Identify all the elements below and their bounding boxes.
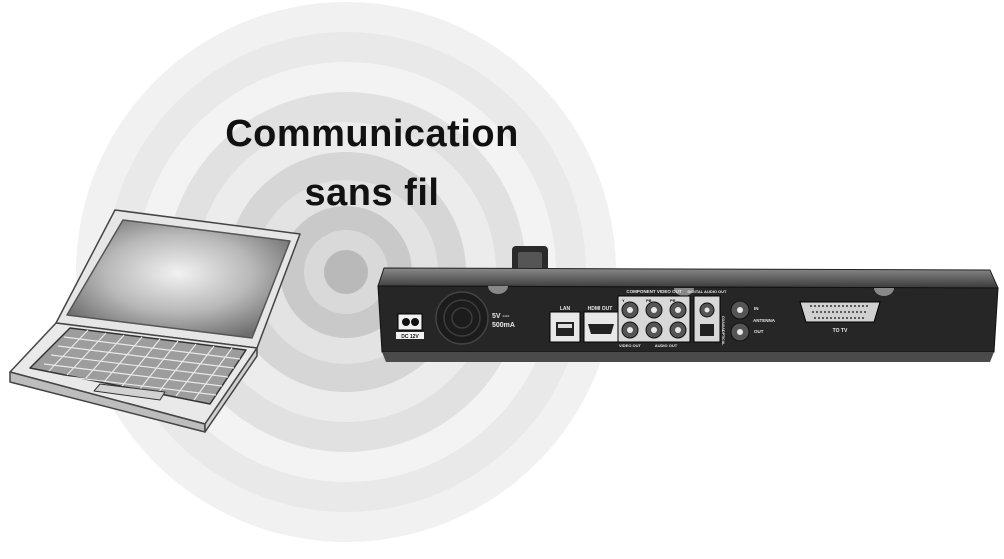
optical-label: OPTICAL [721, 330, 725, 346]
caption-line-2: sans fil [304, 172, 440, 214]
lan-label: LAN [560, 306, 571, 312]
power-label: DC 12V [401, 334, 419, 340]
power-rating-line1: 5V --- [492, 313, 510, 320]
caption-line-1: Communication [225, 113, 519, 155]
to-tv-label: TO TV [833, 328, 848, 334]
digital-audio-label: DIGITAL AUDIO OUT [687, 289, 727, 294]
component-pb-label: PB [646, 298, 652, 303]
video-out-label: VIDEO OUT [619, 343, 642, 348]
component-label: COMPONENT VIDEO OUT [626, 289, 682, 294]
hdmi-label: HDMI OUT [588, 306, 613, 312]
laptop-icon [9, 209, 301, 433]
antenna-label: ANTENNA [753, 318, 776, 323]
antenna-in-label: IN [754, 306, 759, 311]
set-top-box-icon [377, 267, 999, 362]
component-y-label: Y [622, 298, 625, 303]
component-pr-label: PR [670, 298, 676, 303]
port-labels: DC 12V 5V --- 500mA LAN HDMI OUT COMPONE… [401, 289, 848, 348]
antenna-out-label: OUT [754, 329, 764, 334]
coaxial-label: COAXIAL [721, 316, 725, 333]
power-rating-line2: 500mA [492, 322, 515, 329]
audio-out-label: AUDIO OUT [655, 343, 678, 348]
